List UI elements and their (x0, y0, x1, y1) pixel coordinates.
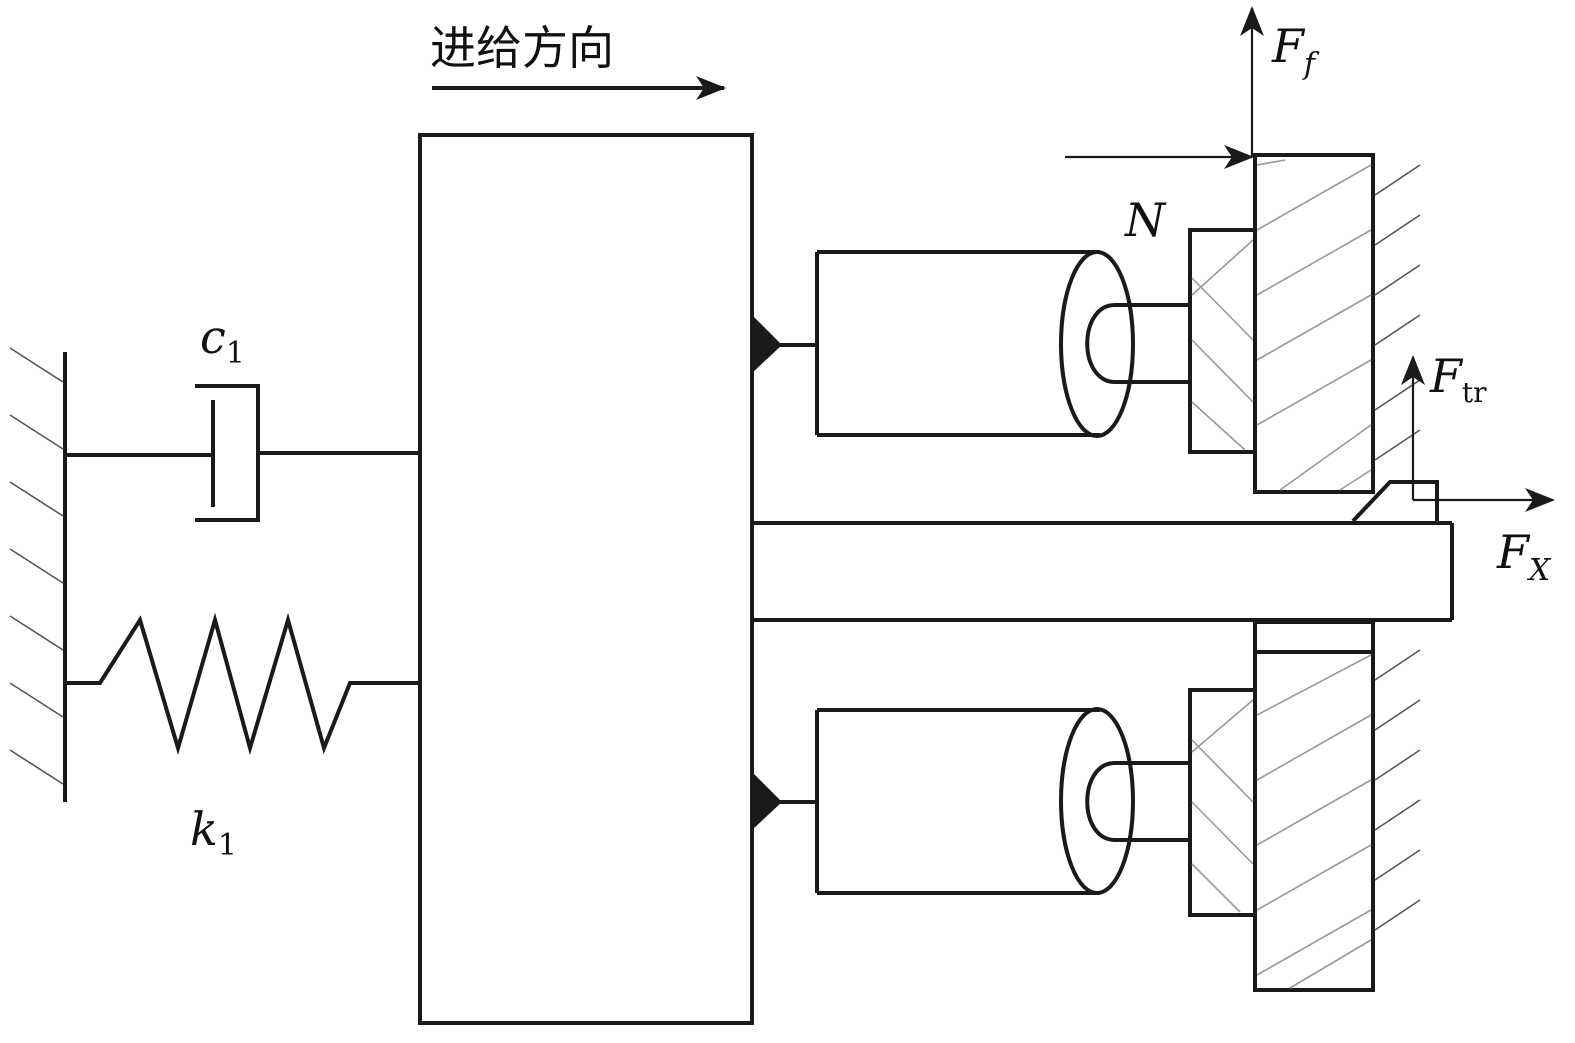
feed-direction-label: 进给方向 (430, 21, 614, 75)
right-ground-hatch (1374, 164, 1421, 931)
upper-cylinder (752, 250, 1190, 438)
feed-body-block (418, 133, 754, 1025)
push-rod (752, 480, 1454, 622)
lower-brake-pad (1188, 688, 1255, 917)
left-ground-hatch (9, 347, 64, 785)
lower-cylinder (752, 707, 1190, 895)
damper-label: c1 (200, 310, 245, 371)
x-force-label: FX (1496, 525, 1552, 588)
spring-label: k1 (190, 802, 237, 863)
tr-force-label: Ftr (1429, 349, 1487, 409)
upper-brake-disc (1253, 153, 1375, 494)
left-ground (9, 347, 67, 802)
upper-brake-pad (1188, 228, 1255, 454)
lower-brake-disc (1253, 620, 1375, 992)
spring (65, 612, 420, 756)
damper (65, 384, 420, 522)
friction-force-label: Ff (1271, 19, 1320, 82)
normal-force-label: N (1124, 193, 1167, 247)
